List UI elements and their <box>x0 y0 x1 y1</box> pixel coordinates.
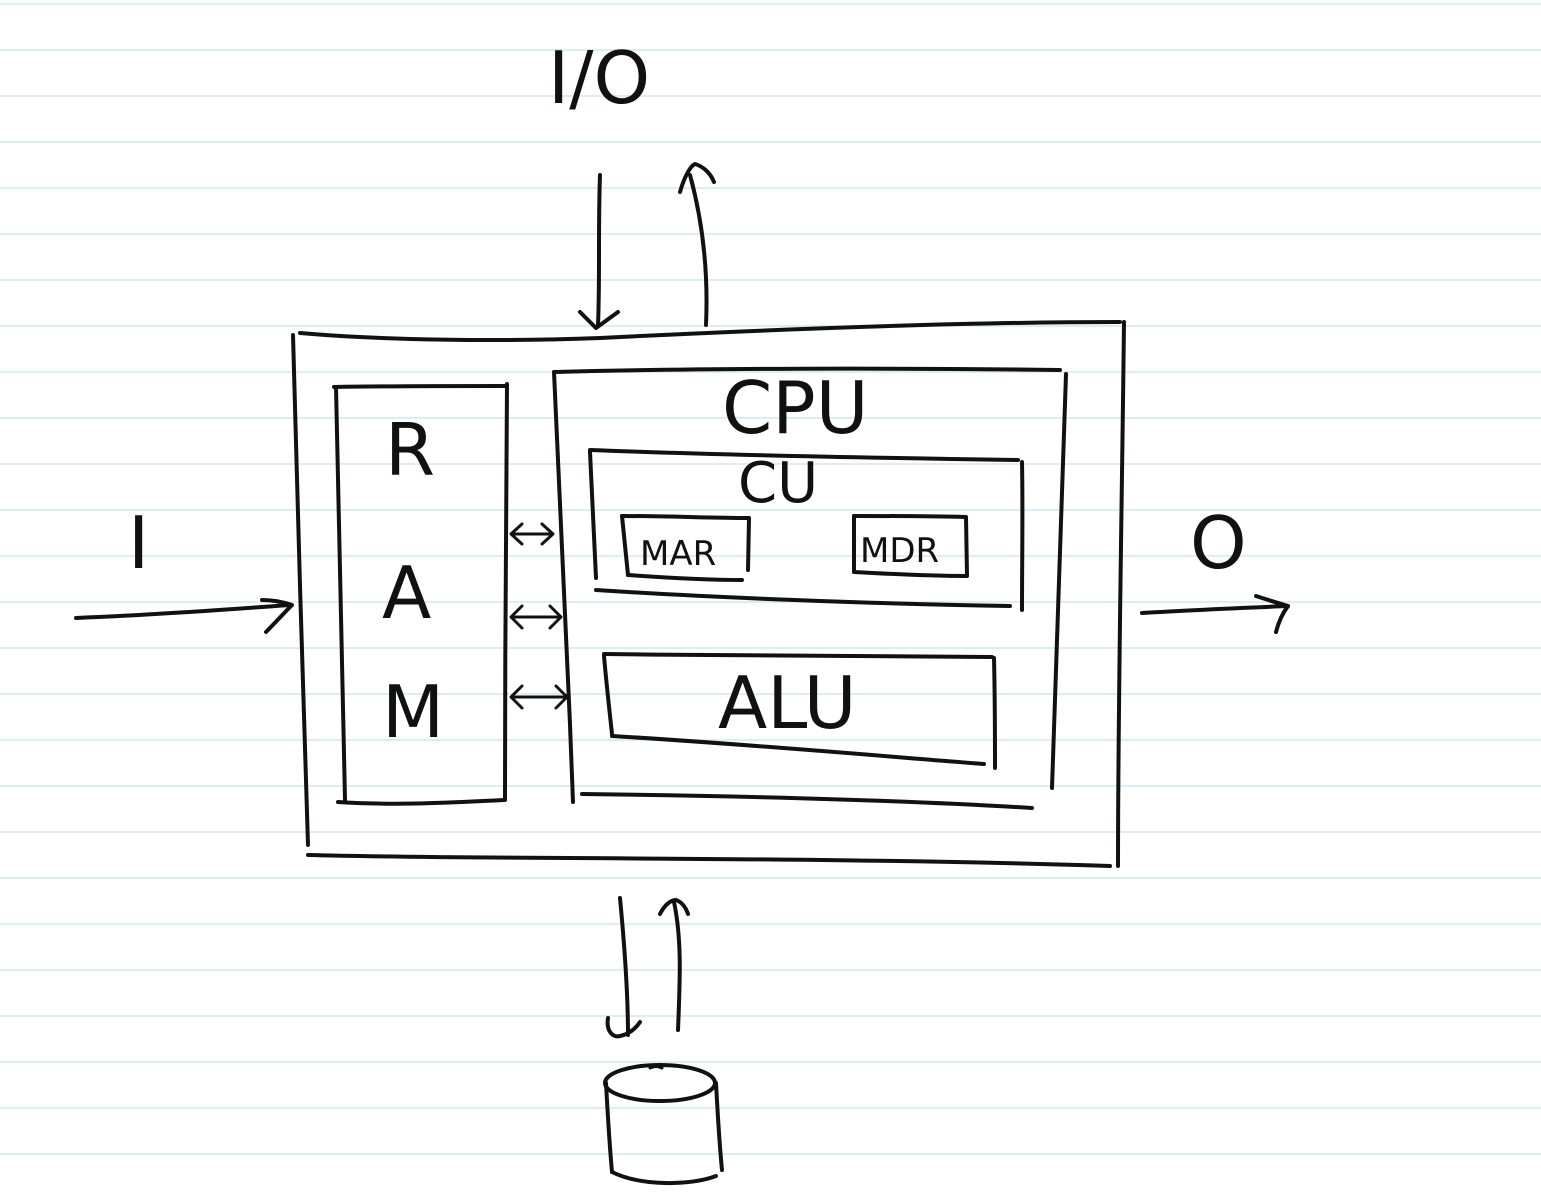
mdr-label: MDR <box>860 531 939 571</box>
output-label-text: O <box>1190 501 1247 585</box>
output-label: O <box>1190 501 1247 585</box>
io-label: I/O <box>548 36 650 120</box>
ram-cpu-double-arrow-3 <box>509 684 569 710</box>
ram-cpu-double-arrow-2 <box>509 604 563 630</box>
io-up-arrow <box>678 162 716 327</box>
cpu-box <box>552 366 1068 810</box>
input-arrow <box>74 598 294 634</box>
storage-up-arrow <box>658 898 690 1032</box>
ram-letter-a: A <box>382 551 431 635</box>
input-label-text: I <box>128 501 149 585</box>
cu-label: CU <box>738 451 818 516</box>
ram-letter-r: R <box>385 408 435 492</box>
mar-box <box>620 514 751 582</box>
alu-label: ALU <box>718 661 856 745</box>
storage-down-arrow <box>605 896 642 1039</box>
ram-letter-m: M <box>382 670 444 754</box>
database-cylinder-icon <box>603 1063 724 1186</box>
alu-box <box>602 652 997 770</box>
output-arrow <box>1140 594 1290 634</box>
mdr-box <box>852 514 969 578</box>
cpu-label: CPU <box>722 366 868 450</box>
ram-cpu-double-arrow-1 <box>509 522 555 546</box>
ruled-paper-lines <box>0 3 1541 1155</box>
mar-label: MAR <box>640 534 716 574</box>
ram-box <box>332 382 509 806</box>
io-label-text: I/O <box>548 36 650 120</box>
input-label: I <box>128 501 149 585</box>
cu-box <box>588 448 1025 612</box>
io-down-arrow <box>578 173 620 330</box>
computer-outer-box <box>291 320 1126 868</box>
